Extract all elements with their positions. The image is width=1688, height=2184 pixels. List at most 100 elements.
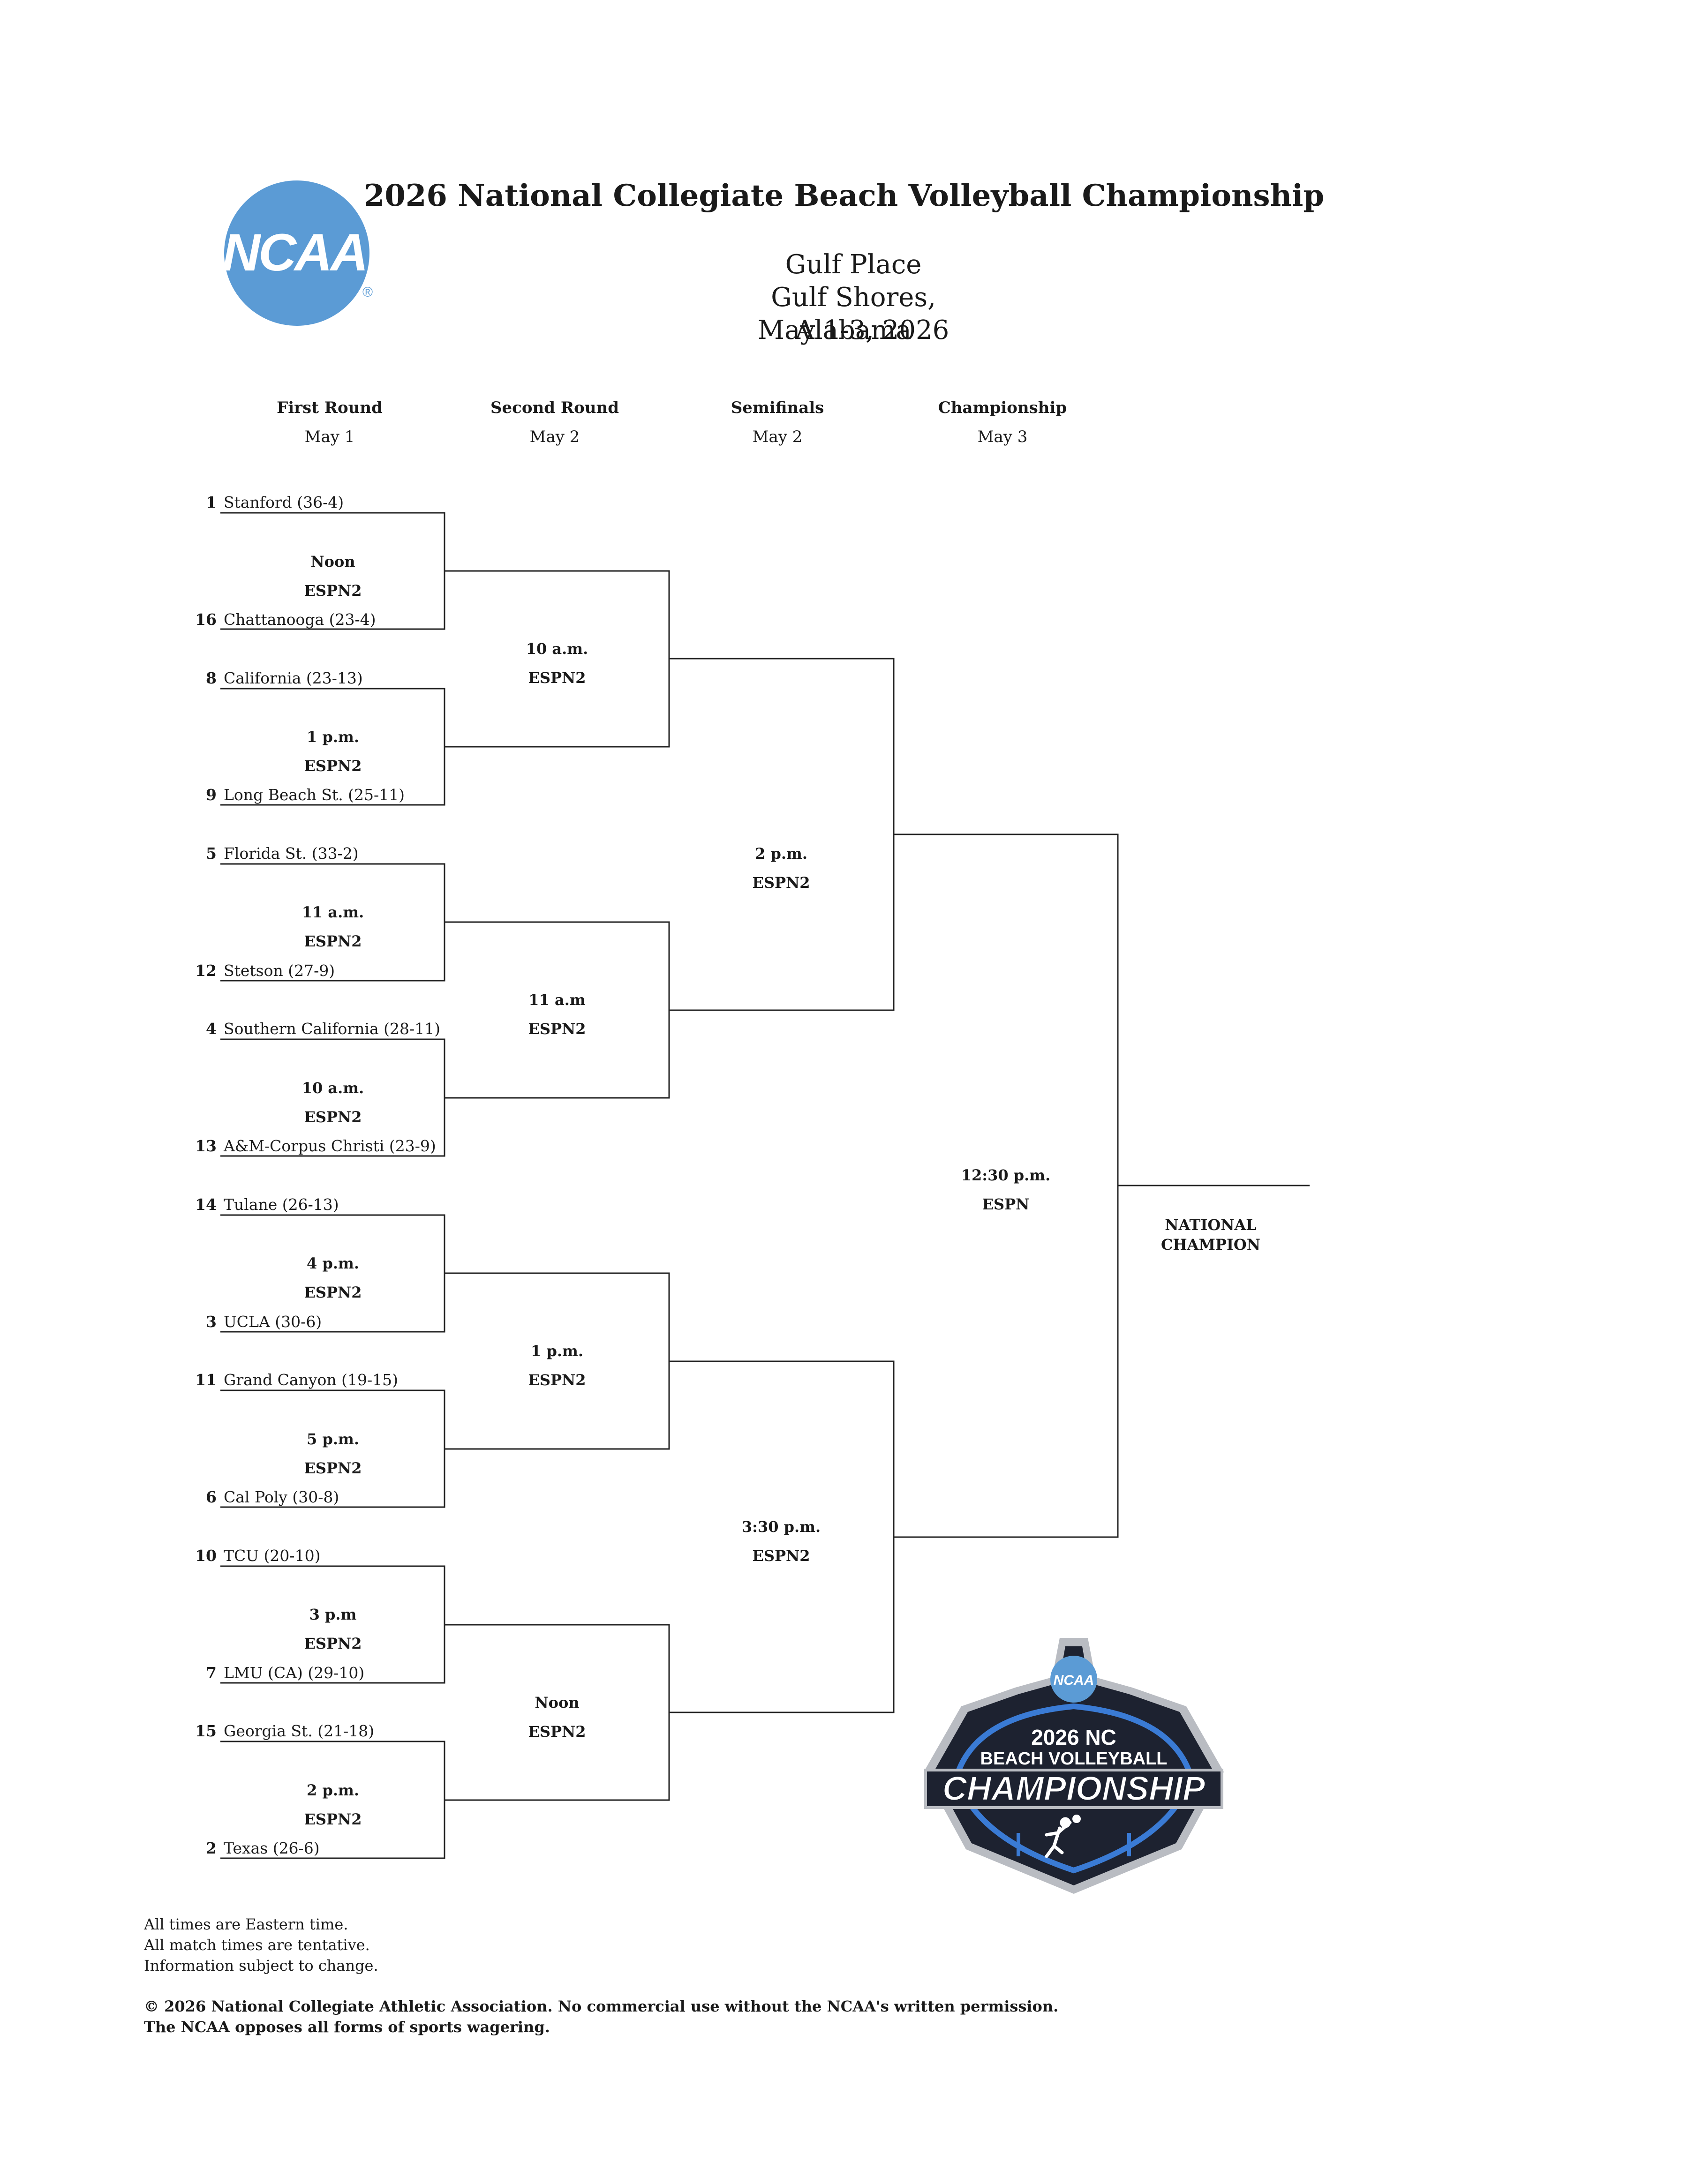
seed-number: 11 (195, 1371, 217, 1389)
game-time: 1 p.m. (307, 728, 359, 746)
game-time: 2 p.m. (307, 1781, 359, 1799)
seed-number: 15 (195, 1722, 217, 1740)
team-name: LMU (CA) (29-10) (224, 1664, 365, 1682)
copyright-line: © 2026 National Collegiate Athletic Asso… (144, 1997, 1059, 2015)
game-time: 10 a.m. (526, 640, 588, 658)
ncaa-logo: NCAA ® (224, 180, 373, 326)
game-network: ESPN2 (304, 757, 362, 775)
badge-ncaa-text: NCAA (1054, 1673, 1094, 1688)
game-time: 4 p.m. (307, 1254, 359, 1272)
round-date-first: May 1 (304, 428, 355, 446)
team-name: Georgia St. (21-18) (224, 1722, 375, 1740)
seed-number: 7 (206, 1664, 217, 1682)
team-name: A&M-Corpus Christi (23-9) (224, 1137, 436, 1155)
team-name: California (23-13) (224, 669, 363, 687)
bracket-line (445, 921, 670, 1099)
bracket-line (445, 1624, 670, 1801)
seed-number: 16 (195, 610, 217, 629)
team-name: Grand Canyon (19-15) (224, 1371, 398, 1389)
team-name: UCLA (30-6) (224, 1313, 322, 1331)
round-date-championship: May 3 (977, 428, 1028, 446)
team-name: Tulane (26-13) (224, 1195, 339, 1214)
bracket-line (669, 1360, 895, 1713)
bracket-line (445, 570, 670, 748)
team-name: Stanford (36-4) (224, 493, 344, 511)
game-time: 3 p.m (309, 1606, 357, 1623)
game-network: ESPN2 (752, 874, 810, 892)
team-name: TCU (20-10) (224, 1546, 321, 1565)
page-title: 2026 National Collegiate Beach Volleybal… (363, 178, 1325, 213)
round-header-second: Second Round (490, 398, 619, 417)
game-network: ESPN (982, 1195, 1030, 1213)
game-network: ESPN2 (528, 1371, 586, 1389)
game-network: ESPN2 (304, 582, 362, 600)
round-header-first: First Round (277, 398, 383, 417)
game-network: ESPN2 (528, 1020, 586, 1038)
game-network: ESPN2 (304, 1810, 362, 1828)
team-name: Texas (26-6) (224, 1839, 320, 1857)
note-line: Information subject to change. (144, 1957, 378, 1974)
bracket-line (445, 1272, 670, 1450)
wagering-disclaimer: The NCAA opposes all forms of sports wag… (144, 2018, 550, 2036)
seed-number: 4 (206, 1020, 217, 1038)
badge-ncaa-circle (1050, 1656, 1097, 1703)
venue-location: Gulf Shores, Alabama (771, 282, 936, 345)
event-dates: May 1-3, 2026 (757, 315, 950, 345)
seed-number: 10 (195, 1546, 217, 1565)
badge-blue-line (1017, 1833, 1131, 1856)
game-time: 12:30 p.m. (961, 1166, 1051, 1184)
game-network: ESPN2 (528, 1723, 586, 1741)
seed-number: 9 (206, 786, 217, 804)
seed-number: 5 (206, 844, 217, 863)
game-network: ESPN2 (304, 1283, 362, 1301)
round-header-championship: Championship (938, 398, 1067, 417)
game-time: 3:30 p.m. (741, 1518, 821, 1536)
game-network: ESPN2 (304, 932, 362, 950)
team-name: Stetson (27-9) (224, 961, 335, 980)
game-time: Noon (535, 1694, 580, 1711)
team-name: Florida St. (33-2) (224, 844, 359, 863)
seed-number: 2 (206, 1839, 217, 1857)
round-date-semifinals: May 2 (752, 428, 803, 446)
game-network: ESPN2 (304, 1108, 362, 1126)
team-name: Southern California (28-11) (224, 1020, 441, 1038)
game-network: ESPN2 (304, 1459, 362, 1477)
seed-number: 8 (206, 669, 217, 687)
team-name: Long Beach St. (25-11) (224, 786, 405, 804)
registered-mark: ® (362, 285, 373, 300)
game-time: 2 p.m. (755, 845, 807, 863)
game-time: Noon (310, 553, 355, 570)
seed-number: 12 (195, 961, 217, 980)
seed-number: 1 (206, 493, 217, 511)
seed-number: 3 (206, 1313, 217, 1331)
ncaa-logo-text: NCAA (224, 223, 367, 282)
national-champion-label: CHAMPION (1160, 1236, 1261, 1253)
badge-championship-text: CHAMPIONSHIP (942, 1770, 1206, 1808)
bracket-line (669, 658, 895, 1011)
game-network: ESPN2 (528, 669, 586, 687)
ncaa-logo-circle (224, 180, 369, 326)
national-champion-label: NATIONAL (1165, 1216, 1257, 1234)
game-time: 11 a.m (528, 991, 586, 1009)
game-time: 11 a.m. (301, 903, 364, 921)
seed-number: 13 (195, 1137, 217, 1155)
note-line: All match times are tentative. (144, 1936, 370, 1954)
seed-number: 14 (195, 1195, 217, 1214)
round-header-semifinals: Semifinals (731, 398, 824, 417)
team-name: Cal Poly (30-8) (224, 1488, 339, 1506)
badge-banner (924, 1769, 1223, 1809)
game-time: 5 p.m. (307, 1430, 359, 1448)
bracket-line (894, 833, 1119, 1538)
game-time: 10 a.m. (301, 1079, 364, 1097)
badge-year-text: 2026 NC (1031, 1725, 1116, 1749)
volleyball-icon (1072, 1815, 1081, 1823)
badge-shield (933, 1646, 1214, 1885)
badge-sport-text: BEACH VOLLEYBALL (980, 1749, 1168, 1769)
venue-name: Gulf Place (785, 249, 922, 280)
volleyball-player-icon (1045, 1817, 1072, 1858)
game-network: ESPN2 (304, 1635, 362, 1652)
game-time: 1 p.m. (531, 1342, 583, 1360)
seed-number: 6 (206, 1488, 217, 1506)
game-network: ESPN2 (752, 1547, 810, 1565)
